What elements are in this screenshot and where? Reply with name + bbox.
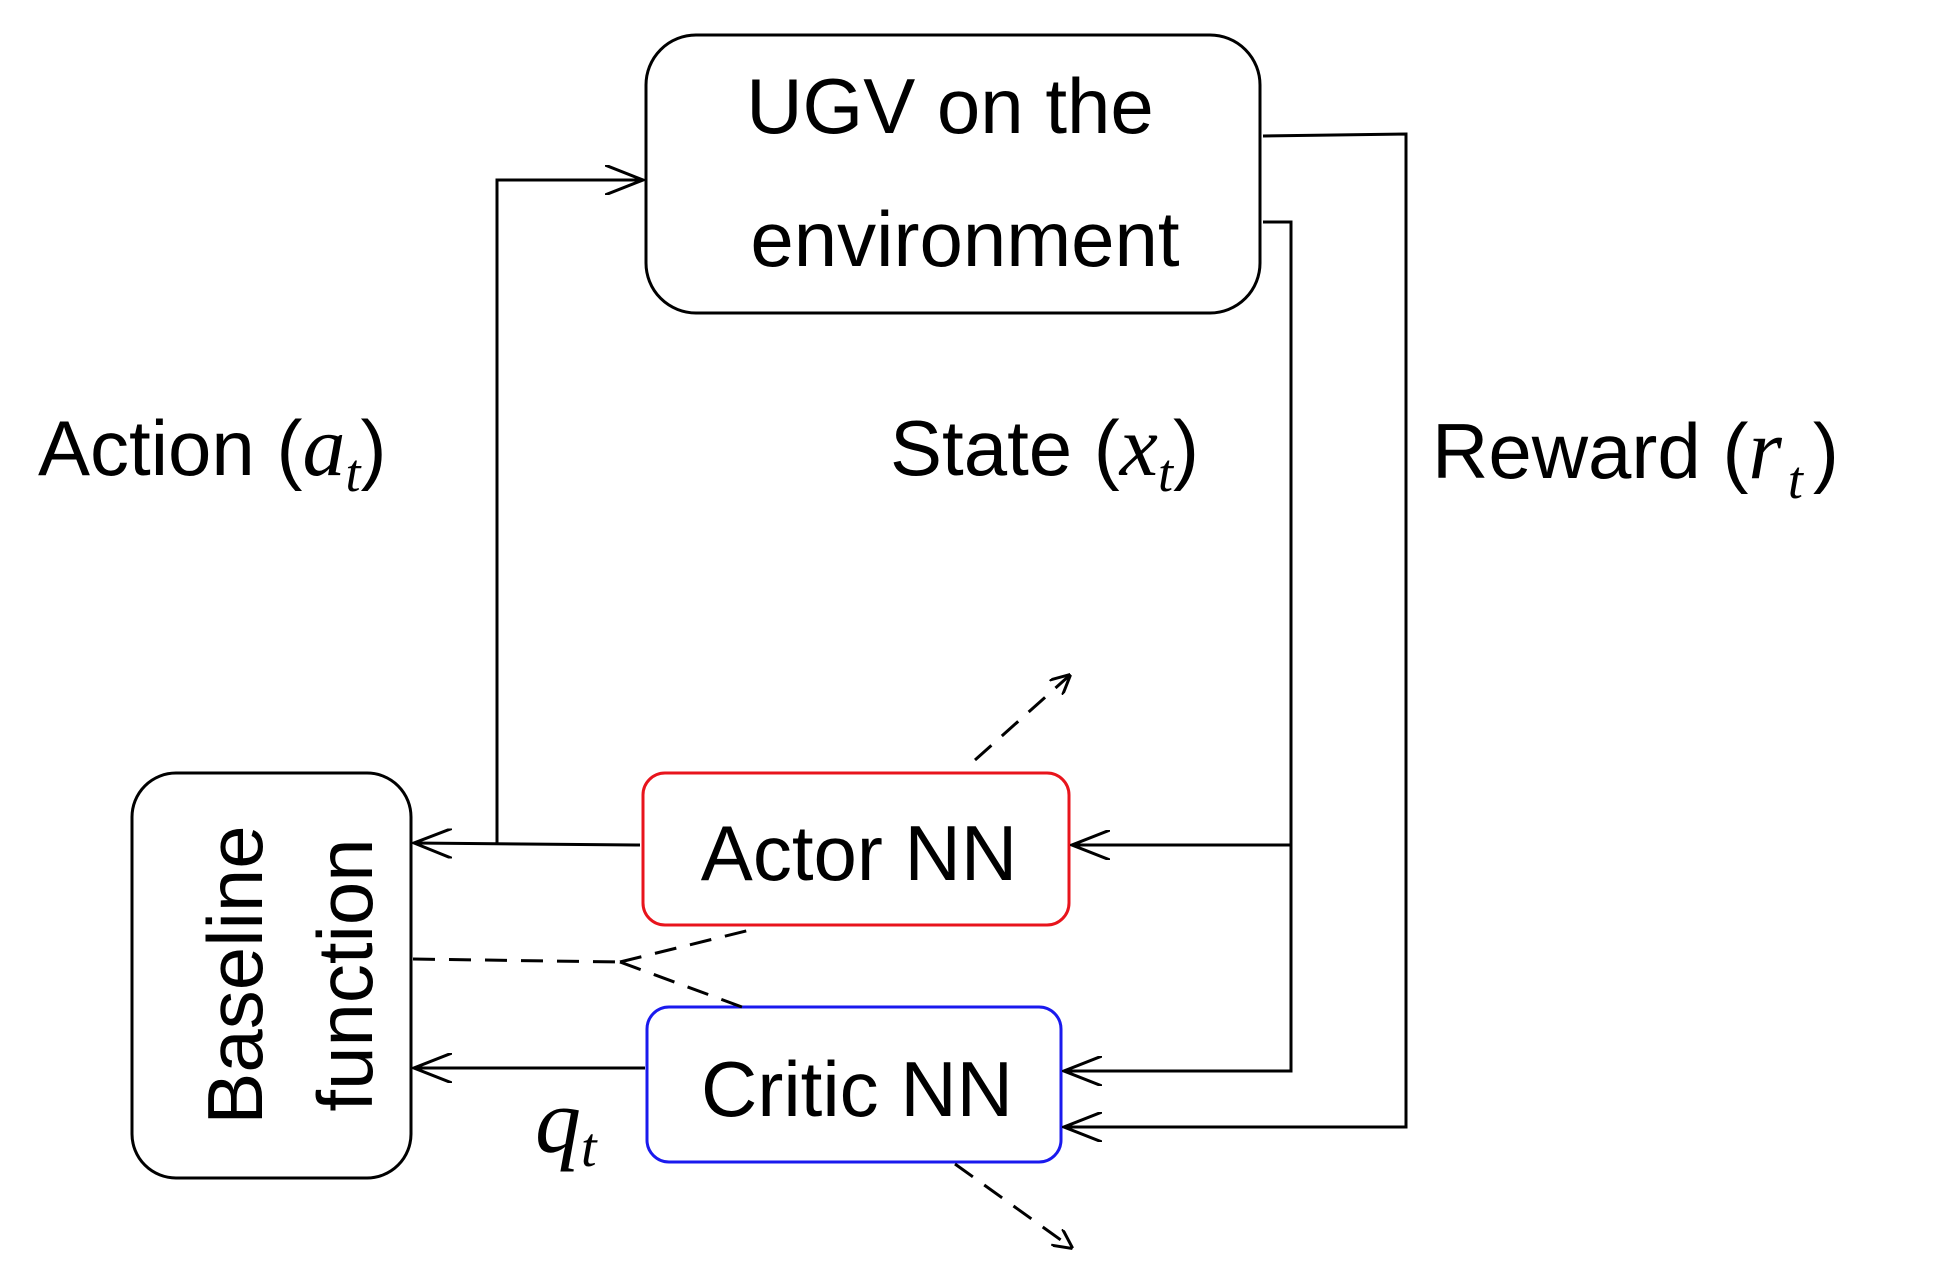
actor-nn-label: Actor NN [701,809,1017,897]
state-label: State (xt) [890,398,1199,503]
baseline-dashed-line [412,957,621,964]
dashed-to-critic [619,960,743,1009]
q-output-label: qt [535,1070,598,1179]
baseline-function-line2: function [301,838,389,1111]
action-feedback-arrow [495,180,643,845]
baseline-function-box: Baseline function [130,771,413,1180]
critic-nn-box: Critic NN [645,1005,1063,1164]
ugv-box-line1: UGV on the [746,62,1154,150]
ugv-box-line2: environment [750,195,1180,283]
dashed-to-actor [619,926,759,964]
critic-nn-label: Critic NN [701,1045,1013,1133]
actor-update-dashed-arrow [973,675,1070,762]
actor-to-baseline-arrow [414,843,641,845]
state-output-line [1098,220,1293,1073]
reward-line [1064,132,1408,1127]
baseline-function-line1: Baseline [191,825,279,1124]
critic-update-dashed-arrow [954,1162,1072,1248]
action-label: Action (at) [38,398,386,503]
ugv-box: UGV on the environment [644,33,1262,315]
actor-nn-box: Actor NN [641,771,1071,927]
